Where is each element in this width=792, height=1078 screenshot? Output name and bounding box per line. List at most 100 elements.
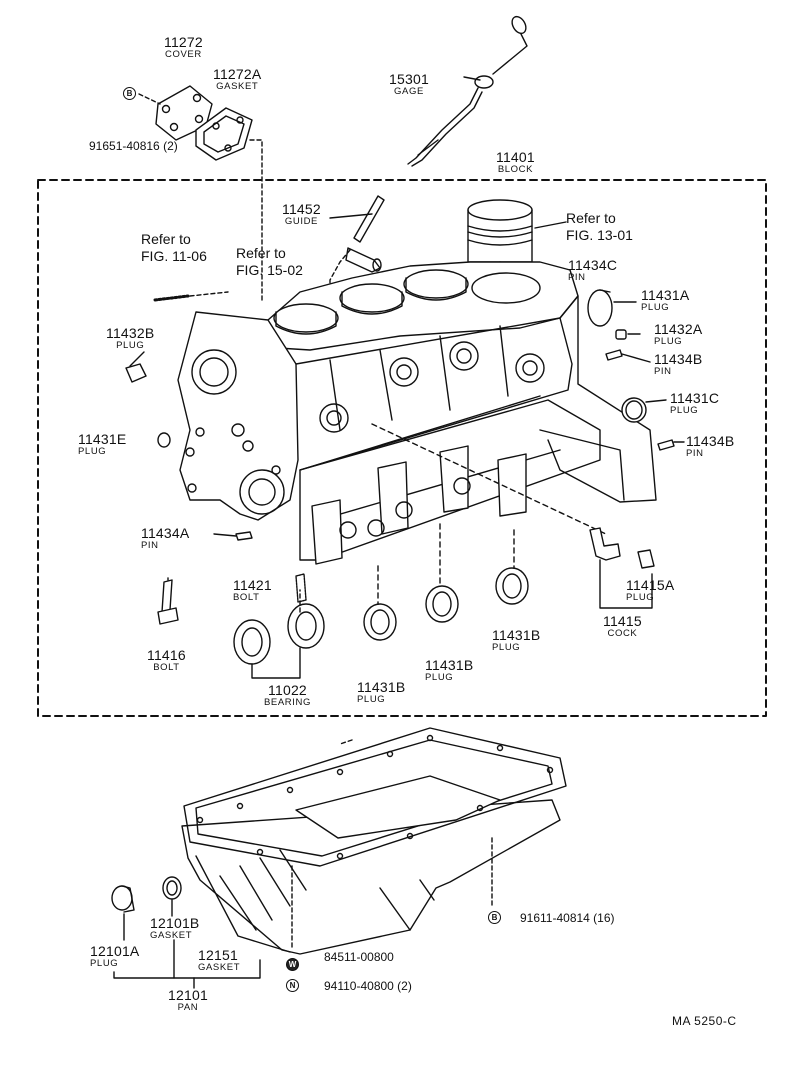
- part-number: 11401: [496, 149, 535, 165]
- cock-11415-drawing: [589, 527, 621, 561]
- bolt-11421-drawing: [295, 573, 307, 603]
- part-number: 12151: [198, 947, 238, 963]
- label-11434a-pin: 11434A PIN: [141, 526, 189, 551]
- part-name: PIN: [141, 540, 159, 551]
- part-name: PLUG: [78, 446, 107, 457]
- part-name: GASKET: [198, 962, 241, 973]
- part-number: 11434A: [141, 525, 190, 541]
- part-number: 11434B: [654, 351, 703, 367]
- part-number: 11415A: [626, 577, 675, 593]
- plug-11431c-drawing: [621, 397, 647, 423]
- label-11272a-gasket: 11272A GASKET: [213, 67, 261, 92]
- part-number: 11272: [164, 34, 203, 50]
- part-name: GASKET: [150, 930, 193, 941]
- part-name: GAGE: [394, 86, 424, 97]
- pin-11434b-upper-drawing: [605, 349, 623, 361]
- part-number: 11431A: [641, 287, 690, 303]
- label-11432a-plug: 11432A PLUG: [654, 322, 702, 347]
- cover-11272-drawing: [155, 85, 213, 141]
- label-11022-bearing: 11022 BEARING: [264, 683, 311, 708]
- ref-line1: Refer to: [141, 231, 191, 247]
- ref-line2: FIG. 13-01: [566, 227, 633, 243]
- gasket-11272a-drawing: [195, 107, 253, 161]
- plug-11431b-3-drawing: [495, 567, 529, 605]
- label-11431b-plug-3: 11431B PLUG: [492, 628, 540, 653]
- plug-11431e-drawing: [157, 432, 171, 448]
- part-name: PLUG: [90, 958, 119, 969]
- catalog-reference: MA 5250-C: [672, 1014, 737, 1028]
- plug-11415a-drawing: [637, 549, 655, 569]
- label-11415a-plug: 11415A PLUG: [626, 578, 674, 603]
- pin-11434b-lower-drawing: [657, 439, 675, 451]
- nut-badge-icon: N: [286, 979, 299, 992]
- label-11431b-plug-1: 11431B PLUG: [357, 680, 405, 705]
- part-name: PIN: [686, 448, 704, 459]
- part-name: COVER: [165, 49, 202, 60]
- part-number: 11431C: [670, 390, 720, 406]
- part-name: PLUG: [357, 694, 386, 705]
- part-name: PAN: [177, 1002, 199, 1013]
- part-name: COCK: [607, 628, 638, 639]
- label-11431a-plug: 11431A PLUG: [641, 288, 689, 313]
- part-number: 11416: [147, 647, 186, 663]
- part-number: 11432B: [106, 325, 155, 341]
- part-name: PLUG: [626, 592, 655, 603]
- part-name: PLUG: [425, 672, 454, 683]
- plug-11432a-drawing: [615, 329, 627, 340]
- part-number: 11452: [282, 201, 321, 217]
- part-name: GASKET: [216, 81, 259, 92]
- plug-11431b-2-drawing: [425, 585, 459, 623]
- label-11416-bolt: 11416 BOLT: [147, 648, 186, 673]
- label-11421-bolt: 11421 BOLT: [233, 578, 272, 603]
- label-11434b-pin-lower: 11434B PIN: [686, 434, 734, 459]
- part-name: BOLT: [153, 662, 180, 673]
- part-number: 12101A: [90, 943, 140, 959]
- drain-plug-12101a-drawing: [111, 885, 135, 913]
- part-name: BLOCK: [497, 164, 534, 175]
- oil-pan-drawing: [181, 727, 567, 955]
- label-11272-cover: 11272 COVER: [164, 35, 203, 60]
- part-name: BOLT: [233, 592, 260, 603]
- part-number: 11431B: [492, 627, 541, 643]
- ref-line1: Refer to: [566, 210, 616, 226]
- part-name: PLUG: [492, 642, 521, 653]
- guide-11452-drawing: [345, 195, 385, 273]
- ref-fig-13-01: Refer to FIG. 13-01: [566, 210, 633, 244]
- std-part-91611-40814: 91611-40814 (16): [520, 911, 615, 925]
- pin-11434a-drawing: [235, 531, 253, 541]
- label-11401-block: 11401 BLOCK: [496, 150, 535, 175]
- bolt-badge-icon: B: [488, 911, 501, 924]
- label-12151-gasket: 12151 GASKET: [198, 948, 240, 973]
- ref-line2: FIG. 15-02: [236, 262, 303, 278]
- label-11434c-pin: 11434C PIN: [568, 258, 617, 283]
- part-number: 11434C: [568, 257, 618, 273]
- label-12101b-gasket: 12101B GASKET: [150, 916, 199, 941]
- part-number: 12101B: [150, 915, 200, 931]
- plug-11432b-drawing: [125, 363, 147, 383]
- bolt-badge-icon: B: [123, 87, 136, 100]
- part-number: 11434B: [686, 433, 735, 449]
- part-number: 11272A: [213, 66, 262, 82]
- part-name: PLUG: [116, 340, 145, 351]
- part-name: PLUG: [670, 405, 699, 416]
- dipstick-15301-drawing: [407, 15, 528, 167]
- part-name: PIN: [568, 272, 586, 283]
- plug-11431a-drawing: [587, 289, 613, 327]
- part-name: PLUG: [654, 336, 683, 347]
- ref-fig-15-02: Refer to FIG. 15-02: [236, 245, 303, 279]
- label-11452-guide: 11452 GUIDE: [282, 202, 321, 227]
- label-15301-gage: 15301 GAGE: [389, 72, 429, 97]
- drain-gasket-12101b-drawing: [162, 876, 182, 900]
- std-part-94110-40800: 94110-40800 (2): [324, 979, 412, 993]
- label-11431c-plug: 11431C PLUG: [670, 391, 719, 416]
- label-11432b-plug: 11432B PLUG: [106, 326, 154, 351]
- bolt-11416-drawing: [157, 579, 179, 625]
- ref-line1: Refer to: [236, 245, 286, 261]
- washer-badge-icon: W: [286, 958, 299, 971]
- part-number: 11421: [233, 577, 272, 593]
- part-number: 11431B: [425, 657, 474, 673]
- label-11415-cock: 11415 COCK: [603, 614, 642, 639]
- part-number: 11432A: [654, 321, 703, 337]
- part-number: 11022: [268, 682, 307, 698]
